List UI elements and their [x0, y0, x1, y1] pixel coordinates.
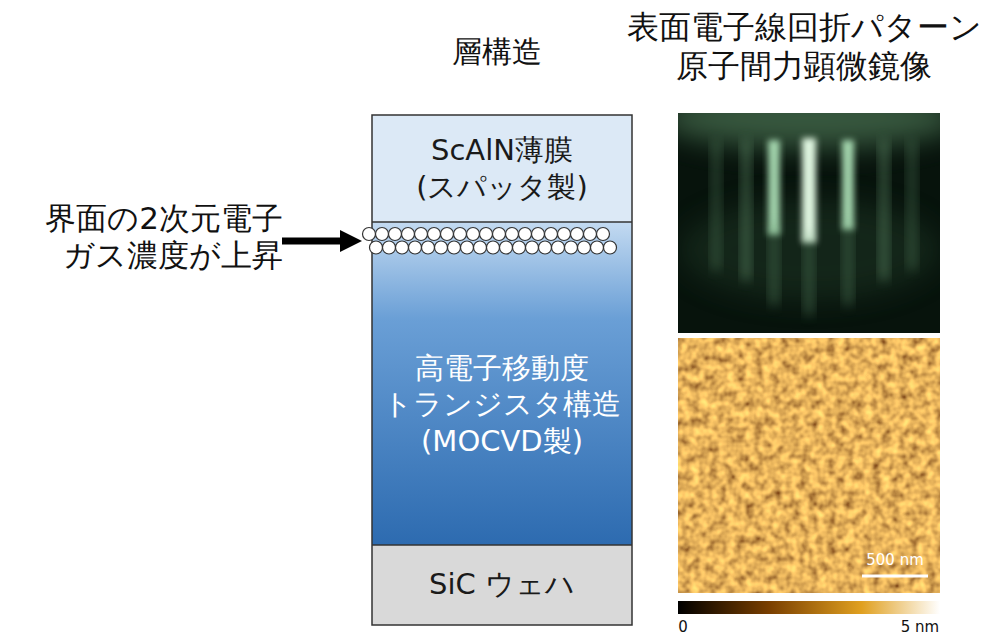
layer-label: SiC ウェハ — [429, 566, 575, 602]
afm-image — [678, 338, 940, 593]
colorbar-min: 0 — [672, 618, 694, 636]
band-border — [372, 544, 632, 546]
electron — [396, 241, 409, 254]
scaln-band — [372, 115, 632, 222]
arrow-head — [340, 230, 362, 252]
scale-label: 500 nm — [850, 551, 940, 569]
rheed-pattern — [678, 113, 940, 333]
colorbar-max: 5 nm — [892, 618, 948, 636]
rheed-streak — [802, 138, 816, 243]
electron — [480, 228, 493, 241]
electron — [409, 241, 422, 254]
electron — [526, 241, 539, 254]
rheed-streak — [842, 140, 854, 230]
electron — [435, 241, 448, 254]
color-bar — [678, 601, 940, 614]
electron — [578, 241, 591, 254]
rheed-streak — [880, 140, 888, 280]
electron — [565, 241, 578, 254]
electron — [552, 241, 565, 254]
hemt-layer: 高電子移動度 トランジスタ構造 (MOCVD製) — [372, 222, 632, 545]
electron — [513, 241, 526, 254]
electron — [493, 228, 506, 241]
callout-label: 界面の2次元電子 ガス濃度が上昇 — [0, 200, 283, 274]
electron — [428, 228, 441, 241]
electron — [545, 228, 558, 241]
callout-arrow — [282, 238, 342, 245]
electron — [487, 241, 500, 254]
electron — [363, 228, 376, 241]
electron — [532, 228, 545, 241]
electron — [604, 241, 617, 254]
rheed-streak — [770, 225, 778, 305]
rheed-streak — [908, 140, 916, 270]
electron — [474, 241, 487, 254]
wafer-layer: SiC ウェハ — [372, 545, 632, 625]
electron — [584, 228, 597, 241]
electron — [376, 228, 389, 241]
layer-label: 高電子移動度 トランジスタ構造 (MOCVD製) — [378, 350, 626, 459]
sic-band — [372, 545, 632, 625]
electron — [591, 241, 604, 254]
electron — [454, 228, 467, 241]
electron — [389, 228, 402, 241]
electron — [402, 228, 415, 241]
electron — [519, 228, 532, 241]
electron — [441, 228, 454, 241]
electron — [448, 241, 461, 254]
panel-title: 表面電子線回折パターン 原子間力顕微鏡像 — [610, 8, 998, 86]
layer-label: ScAlN薄膜 (スパッタ製) — [378, 132, 626, 205]
hemt-band — [372, 222, 632, 545]
electron — [506, 228, 519, 241]
electron — [571, 228, 584, 241]
scale-bar — [862, 575, 928, 578]
electron — [467, 228, 480, 241]
electron — [461, 241, 474, 254]
electron — [539, 241, 552, 254]
electron — [558, 228, 571, 241]
electron — [383, 241, 396, 254]
film-layer: ScAlN薄膜 (スパッタ製) — [372, 115, 632, 222]
afm-ground — [678, 338, 940, 593]
section-title: 層構造 — [437, 34, 557, 70]
band-border — [372, 221, 632, 223]
electron — [422, 241, 435, 254]
electron — [597, 228, 610, 241]
rheed-streak — [712, 140, 720, 270]
rheed-streak — [768, 140, 780, 235]
rheed-streak — [805, 235, 813, 315]
rheed-ground — [678, 113, 940, 333]
electron — [415, 228, 428, 241]
electron-gas — [363, 228, 617, 255]
electron — [500, 241, 513, 254]
stack-outline — [372, 115, 632, 625]
rheed-streak — [844, 225, 852, 305]
electron — [370, 241, 383, 254]
rheed-streak — [742, 140, 750, 280]
